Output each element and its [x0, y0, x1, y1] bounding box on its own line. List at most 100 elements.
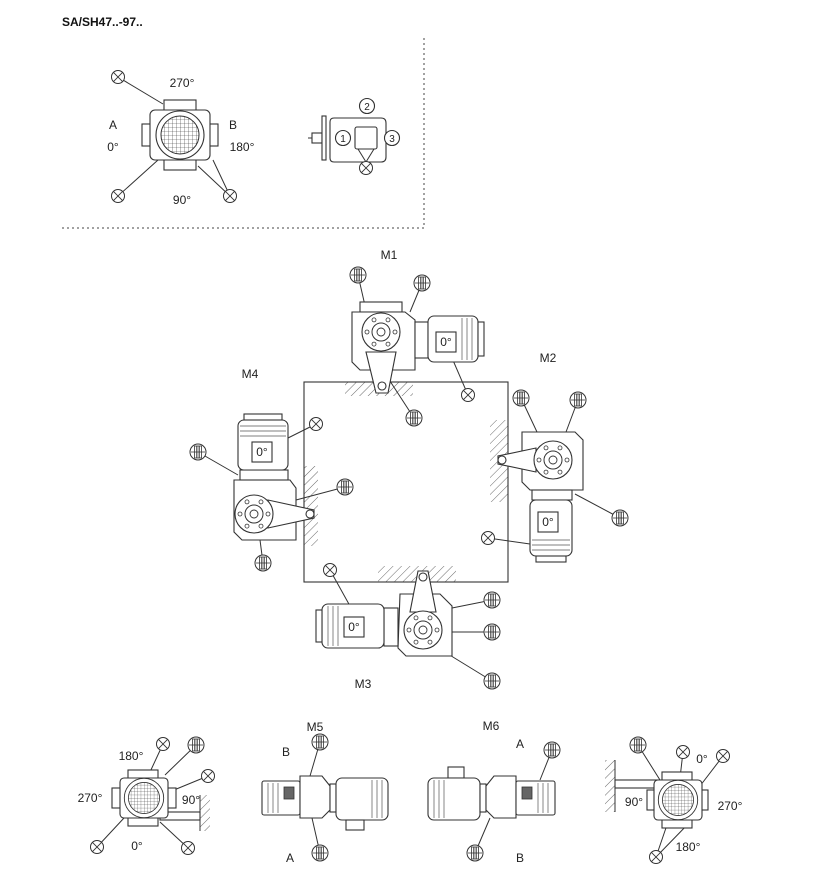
position-label-m5: M5 [307, 720, 324, 734]
shaft-end [311, 132, 323, 144]
cross-circle-icon [156, 737, 170, 751]
terminal-angle: 0° [542, 515, 554, 529]
housing-ribs [537, 783, 549, 813]
position-label-m4: M4 [242, 367, 259, 381]
cross-circle-icon [676, 745, 690, 759]
cross-circle-icon [111, 70, 125, 84]
torque-arm-hole [418, 572, 428, 582]
angle-label-90: 90° [173, 193, 191, 207]
cross-circle-icon [323, 563, 337, 577]
motor-end-cap [243, 413, 283, 421]
side-label-a: A [109, 118, 117, 132]
breather-valve-icon [611, 509, 629, 527]
cross-circle-icon [223, 189, 237, 203]
breather-valve-icon [311, 844, 329, 862]
side-label-bottom: A [286, 851, 294, 865]
breather-valve-icon [483, 672, 501, 690]
gear-stage [485, 775, 517, 819]
position-label-m2: M2 [540, 351, 557, 365]
angle-label-0: 0° [131, 839, 143, 853]
terminal-box [435, 331, 457, 353]
breather-valve-icon [543, 741, 561, 759]
side-label-bottom: B [516, 851, 524, 865]
hollow-shaft-icon [123, 777, 165, 819]
output-flange-icon [234, 494, 274, 534]
angle-view-m6: 0° 90° 270° 180° [605, 736, 743, 864]
angle-label-0: 0° [107, 140, 119, 154]
side-label-top: B [282, 745, 290, 759]
cross-circle-icon [359, 161, 373, 175]
output-flange-icon [403, 610, 443, 650]
detail-frame [62, 38, 425, 229]
output-flange-icon [533, 440, 573, 480]
terminal-box [345, 819, 365, 831]
position-label-m6: M6 [483, 719, 500, 733]
torque-arm-hole [305, 509, 315, 519]
breather-valve-icon [336, 478, 354, 496]
position-m3: 0° M3 [315, 563, 501, 691]
angle-label-270: 270° [78, 791, 103, 805]
angle-label-0: 0° [696, 752, 708, 766]
torque-arm-hole [497, 455, 507, 465]
motor-adapter [531, 489, 573, 501]
angle-label-270: 270° [170, 76, 195, 90]
terminal-box [537, 511, 559, 533]
cooling-fins [240, 425, 286, 437]
torque-arm [614, 779, 661, 789]
breather-valve-icon [413, 274, 431, 292]
torque-arm-hole [377, 381, 387, 391]
breather-valve-icon [512, 389, 530, 407]
motor [427, 777, 481, 821]
breather-valve-icon [311, 733, 329, 751]
page-title: SA/SH47..-97.. [62, 15, 143, 29]
breather-valve-icon [405, 409, 423, 427]
wall-hatch [200, 795, 210, 831]
angle-label-90: 90° [182, 793, 200, 807]
terminal-angle: 0° [440, 335, 452, 349]
cross-circle-icon [309, 417, 323, 431]
top-plate [359, 301, 403, 313]
motor-adapter [239, 469, 289, 481]
angle-label-180: 180° [119, 749, 144, 763]
leader-lines [197, 423, 346, 564]
leader-lines [637, 744, 724, 858]
position-label-m1: M1 [381, 248, 398, 262]
hollow-shaft-section [521, 786, 533, 800]
terminal-angle: 0° [256, 445, 268, 459]
cooling-fins [433, 780, 445, 818]
housing-ribs [267, 783, 279, 813]
side-label-top: A [516, 737, 524, 751]
position-number-1: 1 [340, 134, 346, 145]
position-m5: M5 B A [261, 720, 389, 865]
position-marker-3 [383, 129, 401, 147]
cooling-fins [532, 539, 570, 551]
side-label-b: B [229, 118, 237, 132]
breather-valve-icon [466, 844, 484, 862]
cross-circle-icon [90, 840, 104, 854]
breather-valve-icon [254, 554, 272, 572]
position-m2: 0° M2 [481, 351, 629, 563]
cross-circle-icon [111, 189, 125, 203]
flange-plate [321, 115, 327, 161]
terminal-position-view: 2 1 3 [308, 97, 401, 175]
breather-valve-icon [483, 591, 501, 609]
motor-adapter [383, 607, 399, 647]
angle-label-270: 270° [718, 799, 743, 813]
motor-adapter [329, 783, 337, 813]
terminal-box [354, 126, 378, 150]
position-m4: 0° M4 [189, 367, 354, 572]
mounting-wall [303, 381, 509, 583]
motor-end-cap [315, 609, 323, 643]
position-m1: 0° M1 [349, 248, 485, 427]
cross-circle-icon [481, 531, 495, 545]
cross-circle-icon [181, 841, 195, 855]
cross-circle-icon [201, 769, 215, 783]
motor [335, 777, 389, 821]
hatch-left [304, 466, 318, 546]
breather-valve-icon [629, 736, 647, 754]
leader-lines [487, 397, 621, 545]
hollow-shaft-icon [155, 110, 205, 160]
breather-valve-icon [569, 391, 587, 409]
motor-end-cap [535, 555, 567, 563]
